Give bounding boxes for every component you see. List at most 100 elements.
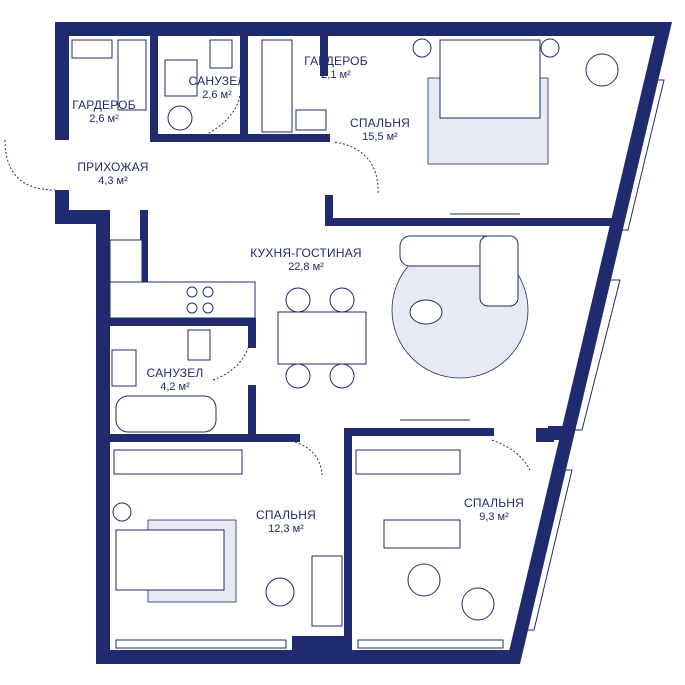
dining-chair-3 [285,363,311,389]
room-area: 2,1 м² [321,69,351,81]
room-area: 2,6 м² [202,89,232,101]
room-area: 15,5 м² [362,131,398,143]
wall-wardrobe-left [150,36,158,142]
walls [55,22,672,664]
outer-wall-top [55,22,672,36]
dining-chair-4 [329,363,355,389]
coffee-table [409,299,443,325]
bath-mid-door-swing [212,347,249,381]
doors [4,94,531,476]
top-bath-washer [167,105,193,131]
wardrobe-rails [71,39,461,475]
room-name: СПАЛЬНЯ [349,116,411,130]
window-right-upper [617,79,665,231]
stove-burner-3 [186,302,198,314]
room-area: 2,6 м² [89,113,119,125]
room-area: 4,3 м² [98,175,128,187]
label-hallway: ПРИХОЖАЯ 4,3 м² [70,160,156,189]
kitchen [109,239,367,389]
wall-bath-right [240,36,248,142]
left-desk [311,555,343,627]
wall-under-wardrobes [150,134,330,142]
room-area: 12,3 м² [268,523,304,535]
outer-wall-right [506,22,672,664]
wall-wardrobe-top-right [320,36,328,76]
room-area: 9,3 м² [479,511,509,523]
label-wardrobe-left: ГАРДЕРОБ 2,6 м² [68,98,140,127]
nightstand-2 [540,38,560,58]
label-bedroom-master: СПАЛЬНЯ 15,5 м² [340,116,420,145]
label-bathroom-mid: САНУЗЕЛ 4,2 м² [140,366,210,395]
room-name: ГАРДЕРОБ [72,98,136,112]
wardrobe-left-rail-2 [117,39,147,111]
wardrobe-top-rail [261,39,293,133]
wall-bedroom-right-stub [536,428,554,442]
wall-bedroom-master-bottom [325,218,612,226]
label-bedroom-left: СПАЛЬНЯ 12,3 м² [246,508,326,537]
left-desk-chair [265,577,295,607]
sofa-chaise [479,235,519,307]
bedroom-left-furniture [112,502,343,627]
bathroom-fixtures [111,39,233,433]
wardrobe-left-rail [71,39,113,59]
window-right-lower [523,469,573,631]
room-name: СПАЛЬНЯ [255,508,317,522]
top-bath-sink [164,59,198,97]
master-bed [439,39,541,119]
outer-wall-left-lower [96,210,110,664]
wall-bath-mid-right [248,318,256,348]
wardrobe-bedroom-right-rail [355,449,461,475]
room-name: ПРИХОЖАЯ [77,160,149,174]
left-nightstand [112,502,132,522]
dining-table [277,311,367,365]
outer-wall-left-upper [55,22,69,140]
room-name: СПАЛЬНЯ [463,496,525,510]
bedroom-right-door-swing [491,439,531,471]
interior-walls [110,36,612,650]
right-desk-chair [407,563,441,597]
wardrobe-bedroom-left-rail [113,449,243,475]
mid-bath-tub [115,395,217,433]
left-bedroom-bed [115,529,225,591]
wall-bedroom-split [344,428,352,650]
right-desk [383,519,461,549]
plant-right [461,587,495,621]
entry-door-swing [4,139,56,191]
bedroom-master-furniture [412,38,619,215]
window-bottom-right [357,639,504,649]
label-wardrobe-top: ГАРДЕРОБ 2,1 м² [296,54,376,83]
mid-bath-toilet [187,329,211,361]
windows [115,79,665,649]
label-bedroom-right: СПАЛЬНЯ 9,3 м² [454,496,534,525]
wall-bedroom-right-top [344,428,494,436]
kitchen-counter-bottom [109,281,256,319]
top-bath-toilet [209,39,233,69]
bath-top-door-swing [204,94,241,136]
wardrobe-top-rail-2 [295,109,327,131]
window-bottom-left [115,639,287,649]
wall-bath-mid-top [110,318,250,326]
living [391,235,529,421]
mid-bath-sink [111,349,137,387]
wall-hall-kitchen [140,210,148,322]
wall-bath-mid-right-lower [248,385,256,435]
room-name: ГАРДЕРОБ [304,54,368,68]
label-bathroom-top: САНУЗЕЛ 2,6 м² [182,74,252,103]
window-right-mid [571,279,621,431]
room-name: САНУЗЕЛ [188,74,246,88]
room-name: САНУЗЕЛ [146,366,204,380]
label-kitchen-living: КУХНЯ-ГОСТИНАЯ 22,8 м² [236,246,376,275]
bedroom-master-door-swing [334,141,379,196]
plant-master [585,53,619,87]
stove-burner-2 [202,286,214,298]
stove-burner-4 [202,302,214,314]
room-area: 4,2 м² [160,381,190,393]
room-name: КУХНЯ-ГОСТИНАЯ [250,246,362,260]
bedroom-left-door-swing [294,441,323,476]
room-area: 22,8 м² [288,261,324,273]
stove-burner-1 [186,286,198,298]
column-bottom [292,636,352,664]
wall-bedroom-left-top [110,434,300,442]
wall-bedroom-bottom [325,195,333,225]
